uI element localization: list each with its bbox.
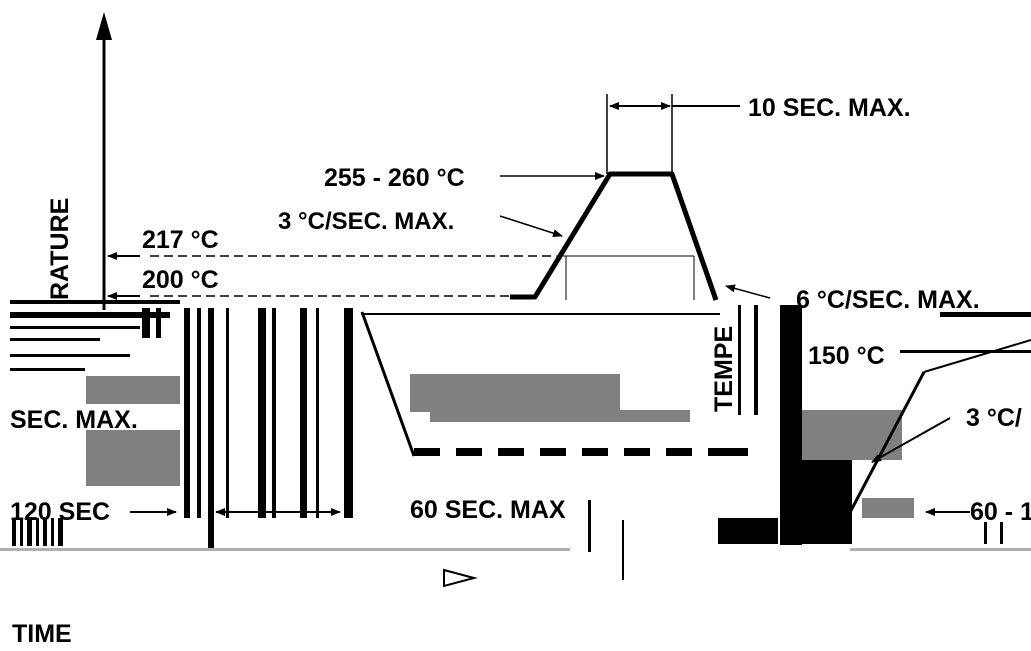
gray-block (86, 430, 180, 486)
label-right-time: 60 - 1 (970, 498, 1031, 526)
vbar (20, 518, 23, 546)
label-left-sec-max: SEC. MAX. (10, 406, 138, 434)
y-axis-arrowhead (96, 12, 112, 40)
dash-bar (414, 448, 440, 456)
gray-block (86, 376, 180, 404)
streak (900, 350, 1031, 353)
dash-bar (582, 448, 608, 456)
arrow-ramp-up (499, 215, 563, 238)
vbar (27, 518, 32, 546)
streak (10, 326, 140, 329)
vbar (300, 308, 307, 518)
vbar (258, 308, 266, 518)
profile-curve (510, 171, 719, 301)
streak (10, 354, 130, 357)
dash-bar (456, 448, 482, 456)
vbar (272, 308, 276, 518)
vbar (58, 518, 63, 546)
streak (940, 312, 1031, 317)
gray-block (862, 498, 914, 518)
vbar (754, 305, 758, 415)
y-axis-label-fragment: RATURE (46, 198, 74, 300)
vbar (622, 520, 624, 580)
vbar (344, 308, 353, 518)
vbar (984, 522, 987, 544)
label-217: 217 °C (142, 226, 219, 254)
baseline (850, 548, 1031, 551)
vbar (208, 308, 214, 548)
gray-block (802, 410, 902, 460)
vbar (142, 308, 150, 338)
vbar (36, 518, 39, 546)
arrow-3c (871, 417, 951, 463)
dash-bar (624, 448, 650, 456)
label-150-fragment: 150 °C (808, 342, 885, 370)
streak (10, 300, 180, 304)
label-ramp-fragment: 3 °C/ (966, 404, 1022, 432)
top-profile: RATURE 217 °C 200 °C 10 SEC. MAX. 255 - … (46, 12, 911, 310)
glitched-region: 6 °C/SEC. MAX. 150 °C TEMPE SEC. MAX. 3 … (0, 286, 1031, 648)
dash-bar (498, 448, 524, 456)
trap-right-edge (844, 371, 926, 521)
arrow-ramp-down (725, 284, 771, 299)
vbar (43, 518, 47, 546)
vbar (1000, 522, 1003, 544)
vbar (184, 308, 190, 518)
black-block (718, 518, 778, 544)
trap-right-top (923, 339, 1031, 373)
vbar (738, 305, 741, 415)
label-200: 200 °C (142, 266, 219, 294)
label-peak-temp: 255 - 260 °C (324, 164, 465, 192)
baseline (0, 548, 570, 551)
label-peak-time: 10 SEC. MAX. (748, 94, 911, 122)
label-ramp-up: 3 °C/SEC. MAX. (278, 208, 454, 235)
vbar (316, 308, 319, 518)
black-block (802, 460, 852, 544)
label-above-time: 60 SEC. MAX (410, 496, 566, 524)
streak (10, 338, 100, 341)
label-ramp-down-fragment: 6 °C/SEC. MAX. (796, 286, 980, 314)
vbar (588, 500, 591, 552)
gray-block (410, 374, 620, 412)
dash-bar (708, 448, 748, 456)
x-axis-arrowhead (443, 568, 478, 588)
vbar (51, 518, 54, 546)
vbar (226, 308, 229, 518)
vbar (156, 308, 161, 338)
y-axis-rotated-label: TEMPE (710, 326, 738, 412)
black-block (780, 305, 802, 545)
gray-block (430, 410, 690, 422)
dash-bar (666, 448, 692, 456)
dash-bar (540, 448, 566, 456)
streak (10, 312, 170, 318)
vbar (197, 308, 201, 518)
x-axis-label: TIME (12, 620, 72, 646)
trap-left-edge (360, 311, 416, 457)
label-preheat-time: 120 SEC (10, 498, 110, 526)
vbar (12, 518, 16, 546)
streak (10, 368, 85, 371)
